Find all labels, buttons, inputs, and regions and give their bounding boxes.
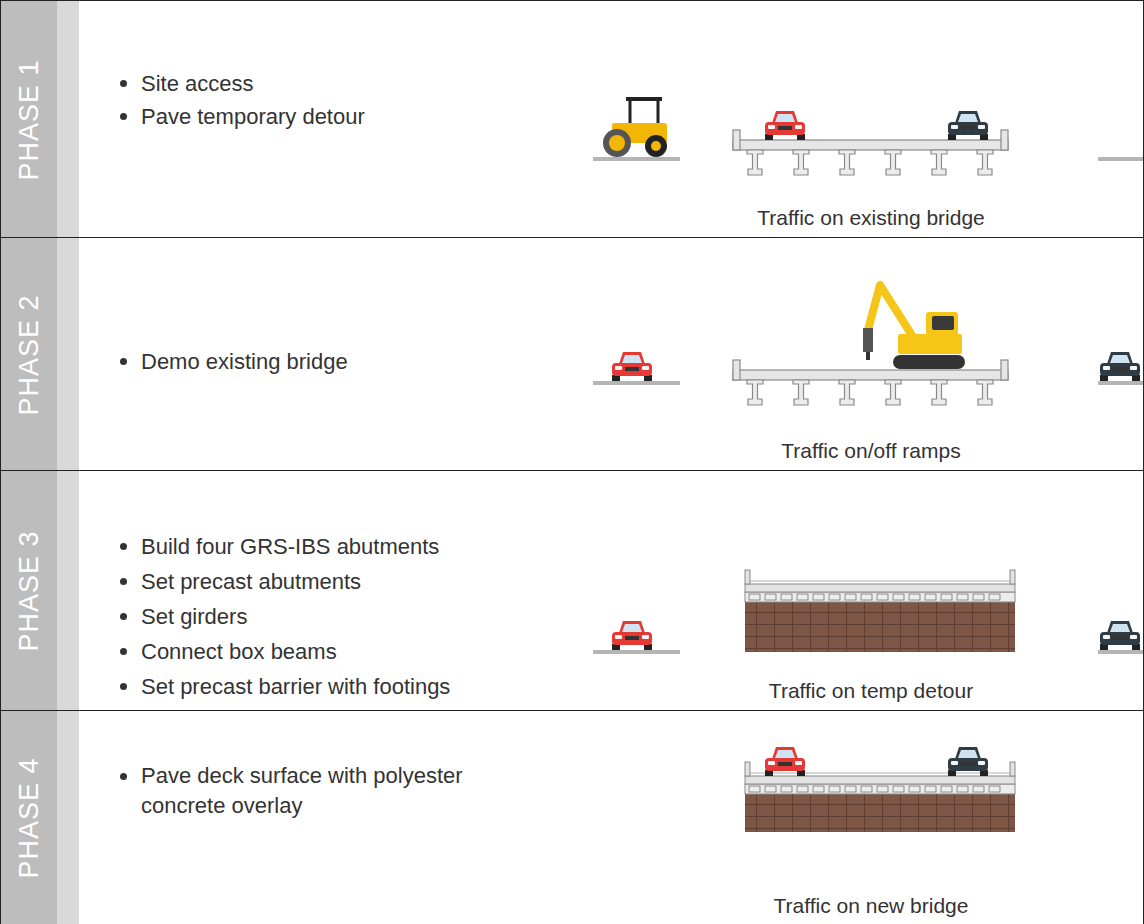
road-segment — [1098, 381, 1144, 385]
traffic-caption: Traffic on existing bridge — [641, 206, 1101, 230]
bullet-item: Build four GRS-IBS abutments — [141, 529, 601, 564]
bullet-dot — [120, 773, 127, 780]
bullet-dot — [120, 113, 127, 120]
task-text: Connect box beams — [141, 639, 337, 664]
bullet-item: Pave temporary detour — [141, 100, 601, 133]
bullet-item: Connect box beams — [141, 634, 601, 669]
car-icon — [612, 352, 652, 381]
task-text: Set girders — [141, 604, 247, 629]
task-text: Set precast abutments — [141, 569, 361, 594]
phase-label: PHASE 3 — [14, 530, 45, 651]
phase-label: PHASE 4 — [14, 757, 45, 878]
task-text: Demo existing bridge — [141, 349, 348, 374]
bullet-item: Pave deck surface with polyester concret… — [141, 761, 486, 821]
phase-strip — [57, 711, 79, 924]
task-text: Set precast barrier with footings — [141, 674, 450, 699]
phase-label: PHASE 1 — [14, 59, 45, 180]
phase-strip — [57, 471, 79, 710]
bullet-item: Set precast abutments — [141, 564, 601, 599]
task-text: Site access — [141, 71, 254, 96]
task-text: Build four GRS-IBS abutments — [141, 534, 439, 559]
bullet-list: Demo existing bridge — [141, 345, 601, 378]
new-bridge — [745, 570, 1015, 652]
traffic-caption: Traffic on/off ramps — [641, 439, 1101, 463]
bullet-dot — [120, 578, 127, 585]
bullet-dot — [120, 683, 127, 690]
traffic-caption: Traffic on new bridge — [641, 894, 1101, 918]
car-icon — [948, 747, 988, 776]
bullet-list: Pave deck surface with polyester concret… — [141, 761, 486, 821]
bullet-item: Site access — [141, 67, 601, 100]
bullet-dot — [120, 358, 127, 365]
bullet-dot — [120, 80, 127, 87]
road-roller — [603, 97, 667, 157]
new-bridge — [745, 762, 1015, 832]
road-segment — [593, 650, 680, 654]
car-icon — [612, 621, 652, 650]
bullet-list: Site accessPave temporary detour — [141, 67, 601, 133]
bullet-item: Set precast barrier with footings — [141, 669, 601, 704]
phase-label: PHASE 2 — [14, 294, 45, 415]
task-text: Pave temporary detour — [141, 104, 365, 129]
phase-row: PHASE 3 Build four GRS-IBS abutmentsSet p… — [0, 470, 1144, 710]
car-icon — [948, 111, 988, 140]
phase-row: PHASE 2 Demo existing bridgeTraffic on/of… — [0, 237, 1144, 470]
traffic-caption: Traffic on temp detour — [641, 679, 1101, 703]
existing-bridge — [733, 130, 1008, 175]
phase-row: PHASE 4 Pave deck surface with polyester … — [0, 710, 1144, 924]
phase-strip — [57, 1, 79, 237]
task-text: Pave deck surface with polyester concret… — [141, 763, 463, 818]
bullet-item: Demo existing bridge — [141, 345, 601, 378]
car-icon — [1100, 352, 1140, 381]
road-segment — [1098, 157, 1144, 161]
bullet-dot — [120, 543, 127, 550]
road-segment — [593, 157, 680, 161]
bullet-dot — [120, 648, 127, 655]
road-segment — [593, 381, 680, 385]
car-icon — [765, 111, 805, 140]
bullet-item: Set girders — [141, 599, 601, 634]
car-icon — [765, 747, 805, 776]
phase-row: PHASE 1 Site accessPave temporary detourT… — [0, 0, 1144, 237]
bullet-dot — [120, 613, 127, 620]
existing-bridge — [733, 360, 1008, 405]
car-icon — [1100, 621, 1140, 650]
excavator-breaker — [863, 285, 965, 369]
phase-strip — [57, 238, 79, 470]
bullet-list: Build four GRS-IBS abutmentsSet precast … — [141, 529, 601, 704]
road-segment — [1098, 650, 1144, 654]
